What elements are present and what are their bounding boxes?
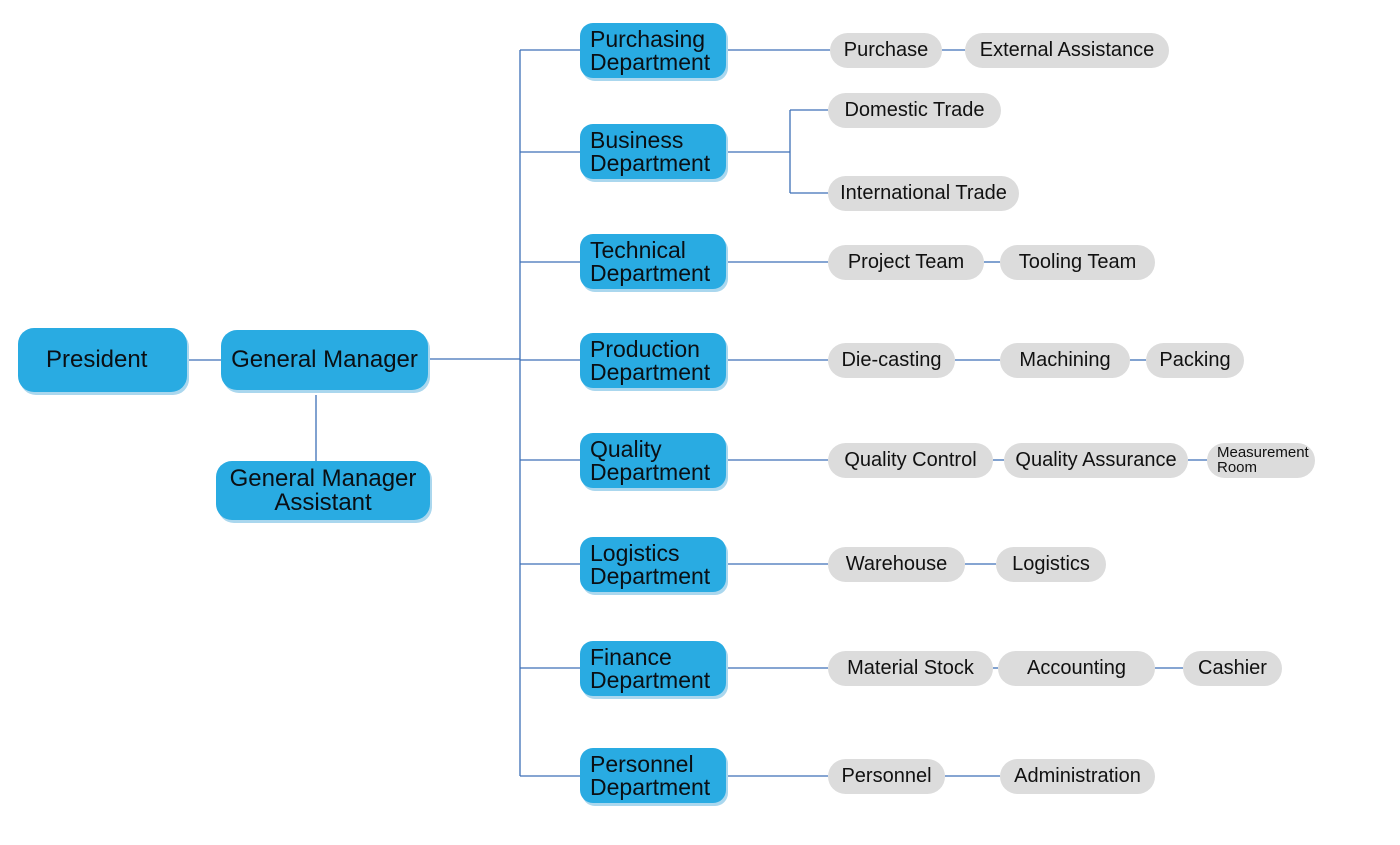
dept-business: Business Department bbox=[580, 124, 726, 179]
dept-line2: Department bbox=[590, 666, 711, 693]
dept-line2: Department bbox=[590, 149, 711, 176]
unit-purchase: Purchase bbox=[830, 33, 942, 68]
assistant-line2: Assistant bbox=[274, 488, 372, 516]
dept-line1: Business bbox=[590, 126, 684, 153]
unit-logistics: Logistics bbox=[996, 547, 1106, 582]
unit-accounting: Accounting bbox=[998, 651, 1155, 686]
measurement-line1: Measurement bbox=[1217, 444, 1309, 462]
dept-purchasing: Purchasing Department bbox=[580, 23, 726, 78]
dept-line1: Production bbox=[590, 335, 700, 362]
dept-line2: Department bbox=[590, 562, 711, 589]
unit-tooling-team: Tooling Team bbox=[1000, 245, 1155, 280]
unit-warehouse: Warehouse bbox=[828, 547, 965, 582]
dept-line1: Logistics bbox=[590, 539, 680, 566]
unit-domestic-trade: Domestic Trade bbox=[828, 93, 1001, 128]
dept-line1: Personnel bbox=[590, 750, 694, 777]
dept-line2: Department bbox=[590, 458, 711, 485]
dept-line1: Quality bbox=[590, 435, 662, 462]
unit-cashier: Cashier bbox=[1183, 651, 1282, 686]
unit-machining: Machining bbox=[1000, 343, 1130, 378]
unit-measurement-room: Measurement Room bbox=[1207, 443, 1315, 478]
dept-line2: Department bbox=[590, 259, 711, 286]
dept-personnel: Personnel Department bbox=[580, 748, 726, 803]
unit-material-stock: Material Stock bbox=[828, 651, 993, 686]
dept-line2: Department bbox=[590, 48, 711, 75]
assistant-line1: General Manager bbox=[229, 464, 417, 492]
general-manager-box: General Manager bbox=[221, 330, 428, 390]
dept-technical: Technical Department bbox=[580, 234, 726, 289]
dept-line2: Department bbox=[590, 358, 711, 385]
unit-international-trade: International Trade bbox=[828, 176, 1019, 211]
measurement-line2: Room bbox=[1217, 458, 1258, 476]
unit-project-team: Project Team bbox=[828, 245, 984, 280]
general-manager-label: General Manager bbox=[231, 346, 418, 373]
dept-production: Production Department bbox=[580, 333, 726, 388]
dept-finance: Finance Department bbox=[580, 641, 726, 696]
unit-packing: Packing bbox=[1146, 343, 1244, 378]
dept-quality: Quality Department bbox=[580, 433, 726, 488]
unit-personnel: Personnel bbox=[828, 759, 945, 794]
general-manager-assistant-box: General Manager Assistant bbox=[216, 461, 430, 520]
president-label: President bbox=[46, 346, 148, 373]
dept-line2: Department bbox=[590, 773, 711, 800]
dept-line1: Purchasing bbox=[590, 25, 706, 52]
dept-logistics: Logistics Department bbox=[580, 537, 726, 592]
unit-external-assistance: External Assistance bbox=[965, 33, 1169, 68]
dept-line1: Finance bbox=[590, 643, 672, 670]
unit-quality-assurance: Quality Assurance bbox=[1004, 443, 1188, 478]
president-box: President bbox=[18, 328, 187, 392]
unit-quality-control: Quality Control bbox=[828, 443, 993, 478]
dept-line1: Technical bbox=[590, 236, 686, 263]
unit-die-casting: Die-casting bbox=[828, 343, 955, 378]
unit-administration: Administration bbox=[1000, 759, 1155, 794]
